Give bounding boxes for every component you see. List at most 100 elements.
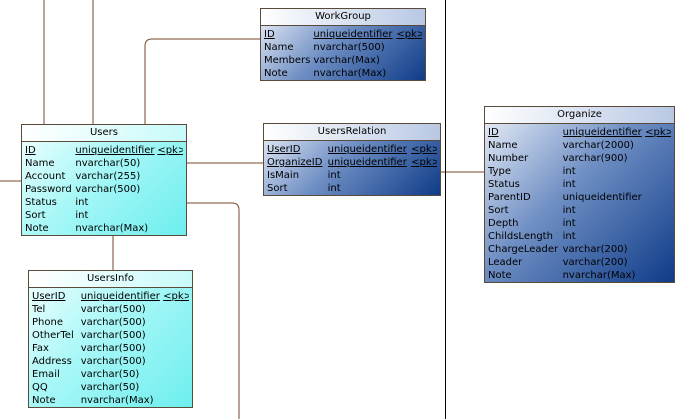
- column-type: varchar(Max): [313, 55, 380, 66]
- column-key: [645, 191, 671, 204]
- column-name: Name: [488, 140, 518, 151]
- column-key: [396, 41, 422, 54]
- column-type: nvarchar(Max): [313, 68, 387, 79]
- column-name: Address: [32, 356, 72, 367]
- column-name: ID: [488, 127, 499, 138]
- column-key: [157, 170, 183, 183]
- column-row[interactable]: ParentID uniqueidentifier: [488, 191, 671, 204]
- column-name: ChargeLeader: [488, 244, 559, 255]
- column-key: [645, 139, 671, 152]
- column-row[interactable]: ID uniqueidentifier<pk>: [264, 28, 422, 41]
- column-key: [645, 217, 671, 230]
- column-name: Leader: [488, 257, 523, 268]
- column-type: varchar(900): [562, 153, 628, 164]
- column-key: <pk>: [411, 157, 437, 168]
- column-row[interactable]: Name varchar(2000): [488, 139, 671, 152]
- column-name: OtherTel: [32, 330, 74, 341]
- column-name: Type: [488, 166, 511, 177]
- column-key: [645, 152, 671, 165]
- column-name: ParentID: [488, 192, 531, 203]
- column-key: [396, 54, 422, 67]
- column-name: Number: [488, 153, 529, 164]
- column-type: varchar(2000): [562, 140, 634, 151]
- column-key: [163, 329, 189, 342]
- column-name: Note: [264, 68, 288, 79]
- entity-title: UsersInfo: [29, 271, 192, 288]
- column-name: Fax: [32, 343, 49, 354]
- column-type: uniqueidentifier: [562, 192, 642, 203]
- column-name: ChildsLength: [488, 231, 553, 242]
- column-key: [645, 204, 671, 217]
- column-type: nvarchar(50): [75, 158, 141, 169]
- column-name: Tel: [32, 304, 46, 315]
- column-type: uniqueidentifier: [313, 29, 393, 40]
- column-key: [157, 196, 183, 209]
- column-type: int: [75, 197, 89, 208]
- column-type: nvarchar(Max): [562, 270, 636, 281]
- column-name: IsMain: [267, 170, 300, 181]
- column-key: <pk>: [163, 291, 189, 302]
- column-name: Sort: [267, 183, 288, 194]
- column-row[interactable]: Name nvarchar(50): [25, 157, 183, 170]
- users-right-down-link: [186, 202, 240, 419]
- column-key: <pk>: [157, 145, 183, 156]
- column-key: [163, 316, 189, 329]
- column-type: int: [562, 179, 576, 190]
- column-name: Status: [25, 197, 57, 208]
- column-type: int: [562, 205, 576, 216]
- column-row[interactable]: Status int: [25, 196, 183, 209]
- column-key: [163, 342, 189, 355]
- column-name: OrganizeID: [267, 157, 323, 168]
- column-name: ID: [264, 29, 275, 40]
- column-key: [163, 355, 189, 368]
- column-type: nvarchar(Max): [75, 223, 149, 234]
- column-type: uniqueidentifier: [562, 127, 642, 138]
- column-name: UserID: [32, 291, 66, 302]
- column-name: Name: [25, 158, 55, 169]
- column-key: <pk>: [396, 29, 422, 40]
- column-key: [157, 157, 183, 170]
- column-name: Phone: [32, 317, 63, 328]
- column-row[interactable]: Note nvarchar(Max): [264, 67, 422, 80]
- column-key: [157, 209, 183, 222]
- column-key: [645, 269, 671, 282]
- column-name: Note: [32, 395, 56, 406]
- column-type: varchar(200): [562, 244, 628, 255]
- column-name: Depth: [488, 218, 519, 229]
- column-row[interactable]: Number varchar(900): [488, 152, 671, 165]
